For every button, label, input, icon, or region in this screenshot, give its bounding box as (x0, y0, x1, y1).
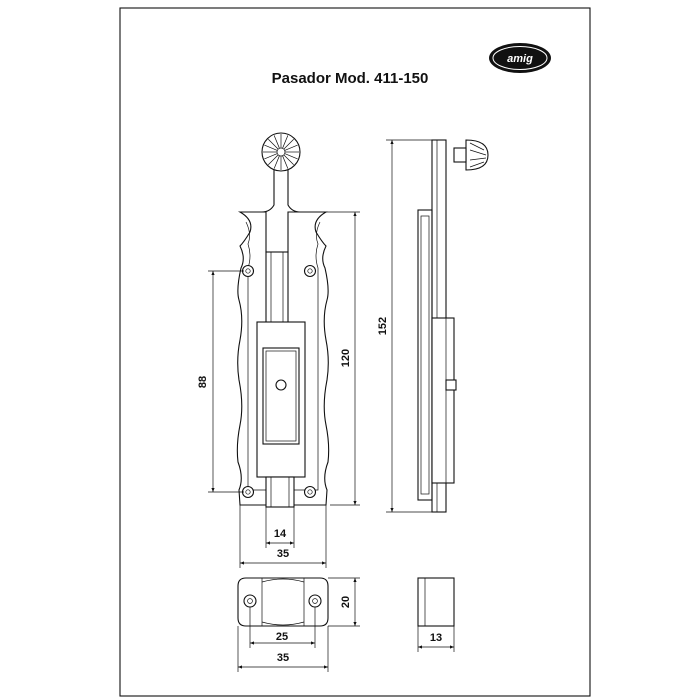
sheet-border (119, 7, 591, 697)
keeper-front-view (237, 577, 329, 627)
amig-logo: amig (489, 43, 551, 73)
dim-35-bottom-label: 35 (277, 652, 289, 664)
bolt-pin (275, 379, 287, 391)
dimension-35-bottom: 35 (237, 626, 329, 672)
dim-25-label: 25 (276, 631, 288, 643)
dim-88-label: 88 (197, 376, 209, 388)
screw-hole-top-left (241, 264, 255, 278)
knob-ray (273, 135, 280, 149)
drawing-title: Pasador Mod. 411-150 (271, 70, 429, 87)
keeper-hole-right (308, 594, 322, 608)
dimension-14: 14 (265, 507, 295, 548)
dim-20-label: 20 (340, 596, 352, 608)
knob-ray (273, 155, 280, 169)
dim-14-label: 14 (274, 528, 287, 540)
side-view (417, 139, 489, 513)
knob (261, 132, 301, 172)
dimension-35-top: 35 (239, 505, 327, 568)
dim-120-label: 120 (340, 349, 352, 367)
dimension-120: 120 (322, 211, 360, 506)
knob-ray (264, 144, 278, 151)
knob-ray (283, 154, 294, 165)
dimension-152: 152 (377, 139, 432, 513)
bolt-housing (256, 321, 306, 478)
dimension-20: 20 (328, 577, 360, 627)
knob-ray (264, 153, 278, 160)
keeper-hole-left (243, 594, 257, 608)
keeper-side-view (417, 577, 455, 627)
knob-ray (282, 135, 289, 149)
dimension-13: 13 (417, 626, 455, 652)
screw-hole-bottom-left (241, 485, 255, 499)
knob-ray (283, 139, 294, 150)
dimension-88: 88 (197, 270, 244, 493)
dim-13-label: 13 (430, 632, 442, 644)
logo-text: amig (507, 53, 533, 65)
dim-152-label: 152 (377, 317, 389, 335)
dimension-25: 25 (249, 607, 316, 648)
dim-35-top-label: 35 (277, 548, 289, 560)
knob-ray (284, 144, 298, 151)
knob-ray (268, 139, 279, 150)
knob-ray (282, 155, 289, 169)
bolt-tip (265, 476, 295, 508)
screw-hole-bottom-right (303, 485, 317, 499)
screw-hole-top-right (303, 264, 317, 278)
knob-ray (268, 154, 279, 165)
front-view (236, 132, 330, 508)
knob-ray (284, 153, 298, 160)
